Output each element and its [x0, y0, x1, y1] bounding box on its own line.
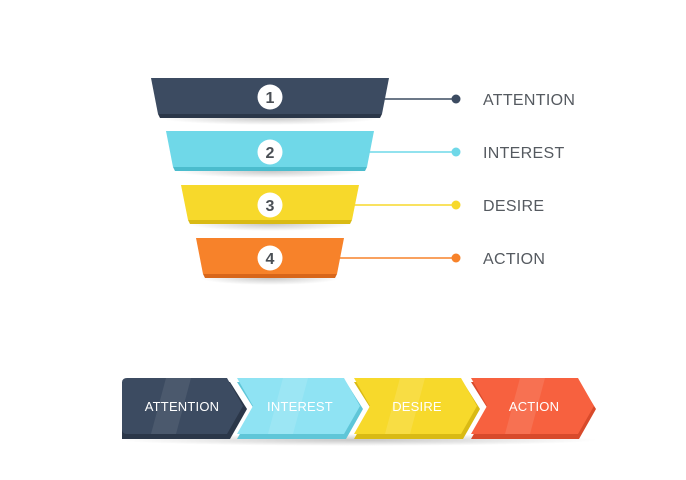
- funnel-segment-2-edge: [173, 167, 367, 171]
- chevron-highlight: [385, 378, 425, 434]
- step-number-badge: [257, 139, 283, 165]
- funnel-stage-interest: 2 INTEREST: [166, 131, 565, 178]
- step-number-badge: [257, 192, 283, 218]
- step-number-4: 4: [266, 251, 275, 268]
- funnel-segment-1-edge: [158, 114, 382, 118]
- process-step-desire: DESIRE: [354, 378, 480, 439]
- process-step-interest: INTEREST: [237, 378, 363, 439]
- chevron-label-desire: DESIRE: [392, 399, 442, 414]
- stage-label-attention: ATTENTION: [483, 92, 575, 109]
- chevron-highlight: [505, 378, 545, 434]
- chevron-highlight: [268, 378, 308, 434]
- step-number-badge: [257, 245, 283, 271]
- chevron-action: [471, 378, 594, 434]
- stage-label-desire: DESIRE: [483, 198, 544, 215]
- funnel-stage-attention: 1 ATTENTION: [151, 78, 575, 125]
- funnel-segment-4-edge: [203, 274, 337, 278]
- chevron-label-interest: INTEREST: [267, 399, 333, 414]
- stage-label-interest: INTEREST: [483, 145, 565, 162]
- step-number-badge: [257, 84, 283, 110]
- chevron-label-attention: ATTENTION: [145, 399, 220, 414]
- process-step-attention: ATTENTION: [122, 378, 247, 439]
- step-number-3: 3: [266, 198, 275, 215]
- process-flow: ACTION DESIRE INTEREST ATTENTION: [118, 378, 598, 446]
- chevron-desire: [354, 378, 477, 434]
- chevron-label-action: ACTION: [509, 399, 559, 414]
- connector-dot: [451, 200, 461, 210]
- funnel: 1 ATTENTION 2 INTEREST 3 DESIRE: [151, 78, 575, 285]
- funnel-stage-desire: 3 DESIRE: [181, 185, 544, 231]
- step-number-2: 2: [266, 145, 275, 162]
- funnel-stage-action: 4 ACTION: [196, 238, 545, 285]
- step-number-1: 1: [266, 90, 275, 107]
- connector-dot: [451, 147, 461, 157]
- stage-label-action: ACTION: [483, 251, 545, 268]
- connector-dot: [451, 94, 461, 104]
- process-step-action: ACTION: [471, 378, 596, 439]
- chevron-highlight: [151, 378, 191, 434]
- connector-dot: [451, 253, 461, 263]
- chevron-attention: [122, 378, 243, 434]
- chevron-interest: [237, 378, 360, 434]
- funnel-segment-3-edge: [188, 220, 352, 224]
